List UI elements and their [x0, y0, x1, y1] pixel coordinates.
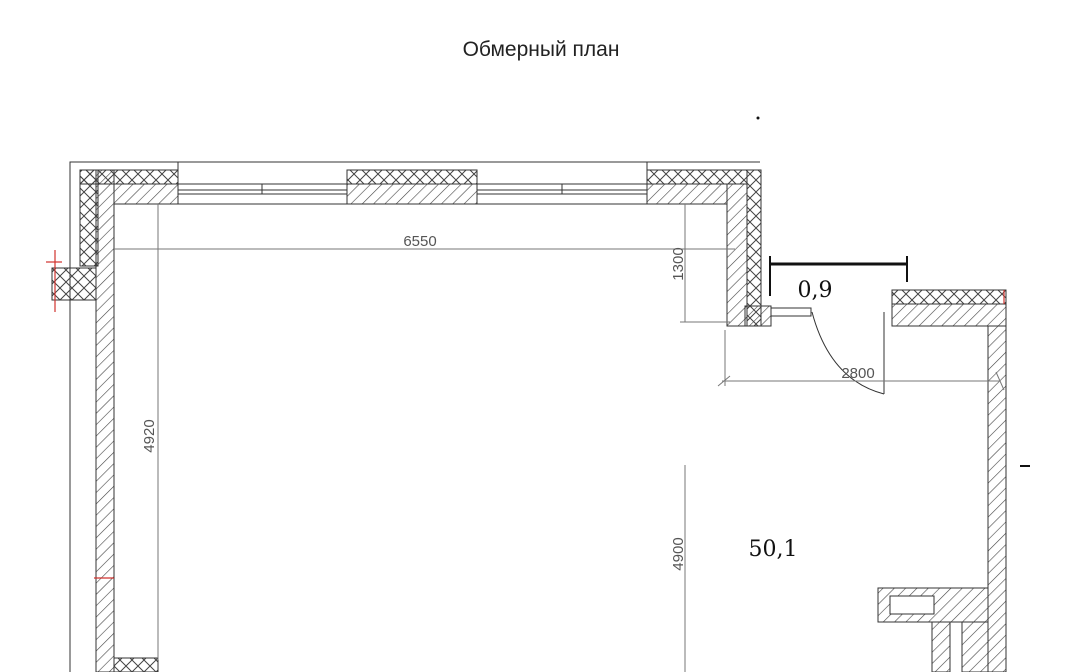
dim-door-span: 2800 — [841, 365, 874, 382]
window-left — [177, 183, 348, 205]
dim-right-top: 1300 — [670, 247, 687, 280]
dim-left-height: 4920 — [141, 419, 158, 452]
top-wall-right — [646, 183, 728, 205]
door-width-label: 0,9 — [798, 278, 833, 303]
dimension-lines — [114, 204, 1005, 672]
bottom-left-insulation — [113, 657, 159, 672]
top-wall-left — [113, 183, 179, 205]
red-marks — [46, 250, 1005, 579]
top-insulation-middle — [346, 169, 478, 185]
window-right — [476, 183, 648, 205]
area-label: 50,1 — [749, 537, 798, 562]
right-wall — [987, 325, 1007, 672]
dot-mark — [756, 116, 760, 120]
lower-right-niche — [877, 587, 989, 672]
page-title: Обмерный план — [462, 38, 620, 61]
dim-right-height: 4900 — [670, 537, 687, 570]
right-upper-wall — [726, 183, 748, 327]
top-wall-middle — [346, 183, 478, 205]
dim-top-width: 6550 — [403, 233, 436, 250]
door-swing — [770, 307, 885, 395]
right-upper-insulation — [746, 169, 762, 327]
right-top-wall — [891, 303, 1007, 327]
door-left-jamb — [744, 305, 772, 327]
top-insulation-left — [79, 169, 179, 185]
right-top-insulation — [891, 289, 1007, 305]
outer-boundary — [69, 161, 760, 672]
door-bracket — [769, 256, 908, 296]
left-notch-insulation — [51, 267, 97, 301]
top-insulation-right — [646, 169, 748, 185]
left-wall — [95, 169, 115, 672]
